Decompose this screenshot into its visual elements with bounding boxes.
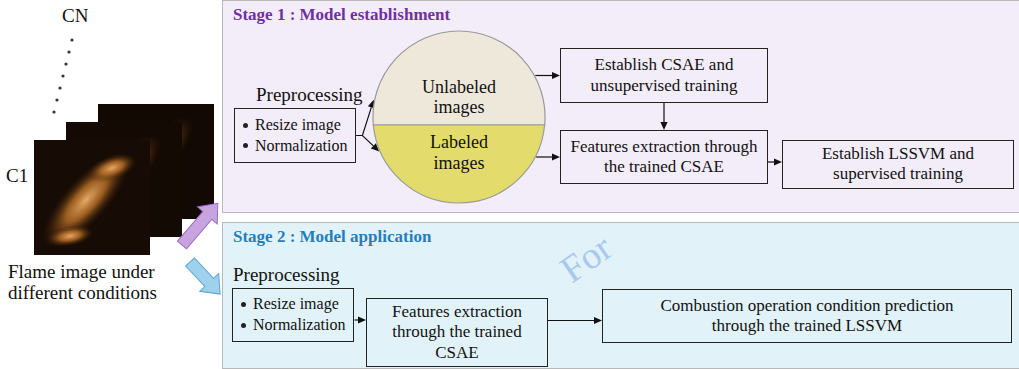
stage-title: Stage 1 : Model establishment [233,5,450,25]
box-label: Establish CSAE and unsupervised training [569,55,759,96]
flow-connector [354,316,366,323]
flame-image [28,139,150,261]
callout-label: C1 [6,166,28,187]
block-arrow [172,195,228,254]
connector-line [354,319,358,320]
circle-segment: Labeled images [373,125,545,203]
bullet-item: Resize image [241,294,345,315]
stage-band: Stage 1 : Model establishmentPreprocessi… [222,0,1019,213]
flow-connector [548,317,602,324]
flow-connector [536,153,560,160]
arrow-head [660,122,667,130]
process-box: Establish LSSVM and supervised training [782,140,1014,189]
section-heading: Preprocessing [233,264,340,286]
stage-title: Stage 2 : Model application [233,227,431,247]
bullet-text: Normalization [253,315,345,336]
connector-line [663,103,664,122]
process-box: Features extraction through the trained … [560,130,768,184]
box-label: Establish LSSVM and supervised training [791,144,1005,185]
bullet-dot [243,123,248,128]
circle-segment-shape [373,125,544,203]
segment-label: Labeled images [404,132,514,173]
circle-segment: Unlabeled images [373,31,545,125]
ellipsis-dots [52,38,73,113]
preprocessing-box: PreprocessingResize imageNormalization [234,108,356,163]
section-heading: Preprocessing [256,84,363,106]
bullet-dot [241,323,246,328]
bullet-dot [241,302,246,307]
process-box: Combustion operation condition predictio… [602,289,1012,343]
arrow-head [358,316,366,323]
stage-band: Stage 2 : Model applicationPreprocessing… [222,222,1019,369]
process-box: Features extraction through the trained … [366,298,548,367]
callout-label: CN [62,6,88,27]
box-label: Combustion operation condition predictio… [652,296,962,337]
process-box: Establish CSAE and unsupervised training [560,48,768,103]
bullet-item: Normalization [241,315,345,336]
flow-connector [535,72,560,79]
connector-line [548,320,594,321]
connector-line [536,156,552,157]
bullet-text: Resize image [253,294,339,315]
arrow-head [594,317,602,324]
bullet-dot [243,143,248,148]
bullet-text: Normalization [255,136,347,157]
bullet-item: Resize image [243,115,347,136]
connector-line [768,161,774,162]
connector-line [356,136,373,146]
connector-line [356,107,371,135]
connector-line [535,75,552,76]
circle-segment-shape [373,31,545,125]
flow-connector [660,103,667,130]
flow-connector [356,100,374,136]
box-label: Features extraction through the trained … [569,137,759,178]
arrow-head [552,153,560,160]
image-caption: Flame image under different conditions [8,262,193,304]
segment-label: Unlabeled images [404,77,514,118]
preprocessing-box: PreprocessingResize imageNormalization [232,288,354,342]
bullet-text: Resize image [255,115,341,136]
arrow-head [774,158,782,165]
bullet-item: Normalization [243,136,347,157]
flow-connector [768,158,782,165]
arrow-head [552,72,560,79]
box-label: Features extraction through the trained … [375,302,539,363]
